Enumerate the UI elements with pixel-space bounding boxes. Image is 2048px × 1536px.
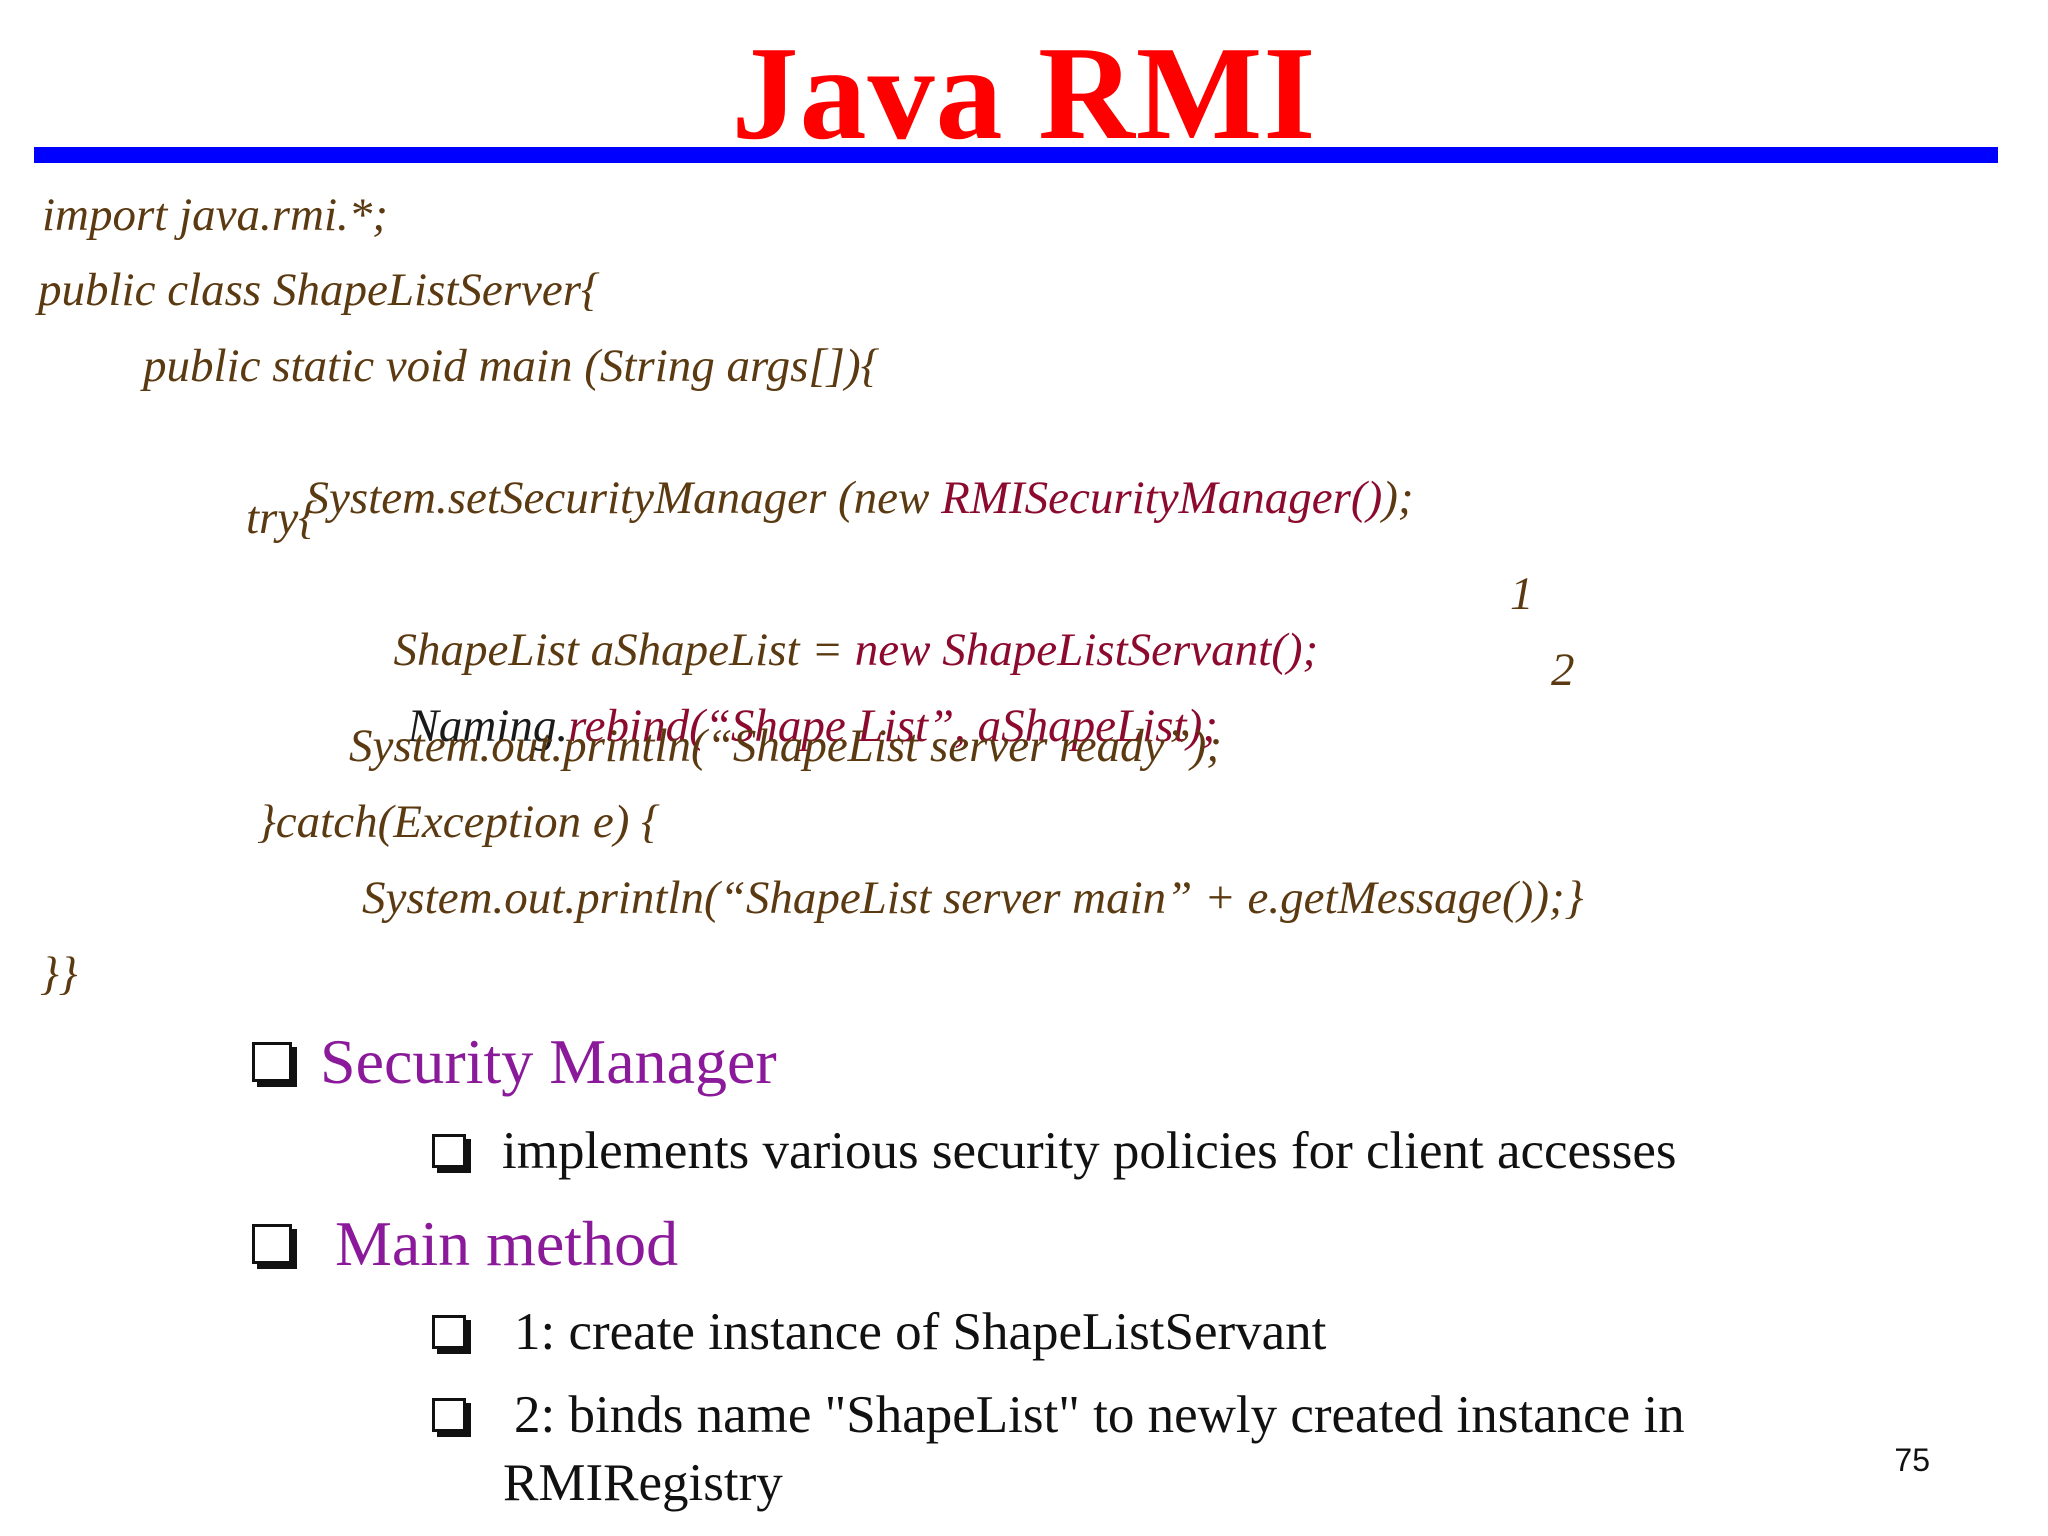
code-fragment-shapelist-declaration: ShapeList aShapeList =: [393, 624, 855, 676]
bind-name-continuation: RMIRegistry: [503, 1454, 783, 1512]
checkbox-square-icon: [252, 1224, 292, 1264]
code-marker-1: 1: [1510, 568, 1534, 620]
security-policy-text: implements various security policies for…: [502, 1122, 1677, 1180]
checkbox-square-icon: [252, 1042, 292, 1082]
code-fragment-new-servant: new ShapeListServant();: [854, 624, 1319, 676]
code-fragment-rmi-security-manager: RMISecurityManager(): [941, 472, 1383, 524]
code-line-naming-rebind: Naming.rebind(“Shape List”, aShapeList);: [337, 642, 1218, 810]
slide-title: Java RMI: [731, 19, 1317, 167]
bullet-bind-name: 2: binds name "ShapeList" to newly creat…: [432, 1382, 1685, 1448]
bullet-security-policy: implements various security policies for…: [432, 1118, 1676, 1184]
code-fragment-set-security-manager: System.setSecurityManager (new: [305, 472, 942, 524]
page-number: 75: [1894, 1442, 1930, 1478]
bullet-main-method: Main method: [252, 1207, 678, 1281]
code-line-create-servant: ShapeList aShapeList = new ShapeListServ…: [323, 566, 1319, 734]
code-line-print-error: System.out.println(“ShapeList server mai…: [362, 872, 1584, 924]
code-line-try: try{: [246, 492, 318, 544]
checkbox-square-icon: [432, 1315, 466, 1349]
bullet-security-manager: Security Manager: [252, 1025, 777, 1099]
create-instance-text: 1: create instance of ShapeListServant: [514, 1303, 1327, 1361]
bullet-create-instance: 1: create instance of ShapeListServant: [432, 1299, 1326, 1365]
code-line-main-method: public static void main (String args[]){: [143, 340, 880, 392]
code-fragment-rebind: rebind(“Shape List”, aShapeList);: [568, 700, 1218, 752]
security-manager-heading: Security Manager: [320, 1026, 777, 1097]
code-fragment-close-call: );: [1382, 472, 1414, 524]
bind-name-text: 2: binds name "ShapeList" to newly creat…: [514, 1386, 1685, 1444]
code-line-print-ready: System.out.println(“ShapeList server rea…: [349, 720, 1222, 772]
checkbox-square-icon: [432, 1134, 466, 1168]
checkbox-square-icon: [432, 1398, 466, 1432]
main-method-heading: Main method: [335, 1208, 679, 1279]
code-line-closing-braces: }}: [40, 948, 78, 1000]
code-line-set-security-manager: System.setSecurityManager (new RMISecuri…: [235, 414, 1414, 582]
code-line-class-declaration: public class ShapeListServer{: [38, 264, 600, 316]
code-line-catch: }catch(Exception e) {: [257, 796, 660, 848]
code-line-import: import java.rmi.*;: [42, 189, 388, 241]
code-marker-2: 2: [1551, 644, 1575, 696]
title-underline: [34, 147, 1998, 163]
code-fragment-naming: Naming.: [407, 700, 569, 752]
